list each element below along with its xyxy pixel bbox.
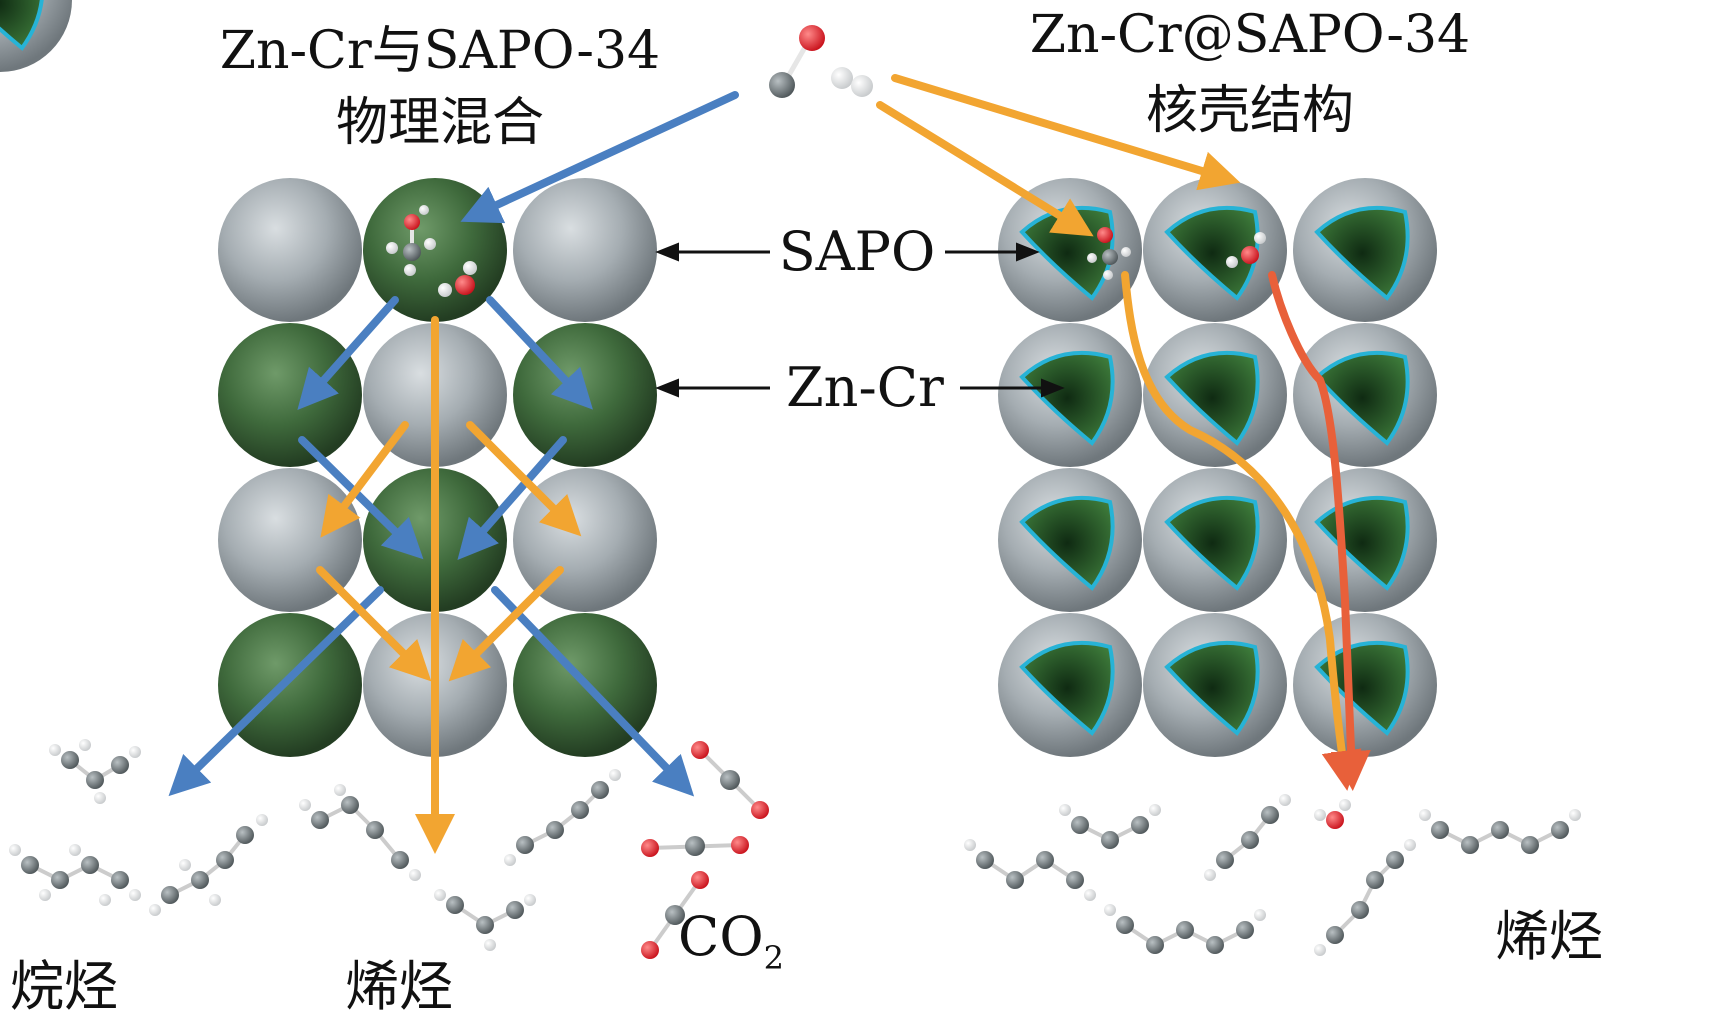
left-orange-arrows [316,316,582,854]
alkane-molecule [149,814,268,916]
sapo-particle [513,178,657,322]
right-title-line1: Zn-Cr@SAPO-34 [1030,5,1470,65]
right-grid [0,0,72,72]
methanol-molecule [386,205,436,276]
product-molecules-right [964,794,1581,956]
left-blue-arrows [168,91,739,797]
left-title-line1: Zn-Cr与SAPO-34 [220,21,660,81]
left-title-line2: 物理混合 [336,93,544,153]
olefin-molecule [434,889,536,951]
olefin-molecule [964,839,1096,901]
right-grid-particles [996,176,1439,759]
olefin-path-red [1268,271,1371,791]
zncr-particle [218,613,362,757]
olefin-molecule [1104,904,1266,954]
product-molecules-left [9,739,769,959]
syngas-feed-arrow [876,101,1094,237]
water-molecule [1314,799,1351,829]
sapo-particle [218,178,362,322]
alkane-molecule [49,739,141,804]
water-molecule [1226,232,1266,268]
zncr-particle [363,178,507,322]
alkanes-label: 烷烃 [10,955,118,1018]
co2-molecule [641,836,749,857]
co2-label: CO2 [678,905,784,977]
methanol-molecule [1087,227,1131,280]
zncr-particle [218,323,362,467]
zncr-label: Zn-Cr [786,356,944,419]
water-molecule [438,261,477,297]
right-arrows [876,74,1371,791]
alkane-molecule [9,844,141,906]
olefin-molecule [299,784,421,881]
syngas-feed-arrow [891,74,1241,191]
core-shell-particle [0,0,72,72]
olefin-molecule [1059,804,1161,849]
olefin-molecule [1419,809,1581,854]
left-olefins-label: 烯烃 [345,955,453,1018]
pointer-lines [655,242,1065,398]
right-title-line2: 核壳结构 [1146,81,1354,141]
olefin-path-orange [1121,271,1362,791]
co2-molecule [691,741,769,819]
co2-molecule [641,871,709,959]
syngas-feed-arrow [460,91,739,224]
right-olefins-label: 烯烃 [1495,905,1603,968]
olefin-molecule [504,769,621,866]
h2-molecule [831,67,873,97]
co-molecule [769,25,825,98]
olefin-molecule [1204,794,1291,881]
sapo-label: SAPO [779,220,936,283]
olefin-molecule [1314,839,1416,956]
